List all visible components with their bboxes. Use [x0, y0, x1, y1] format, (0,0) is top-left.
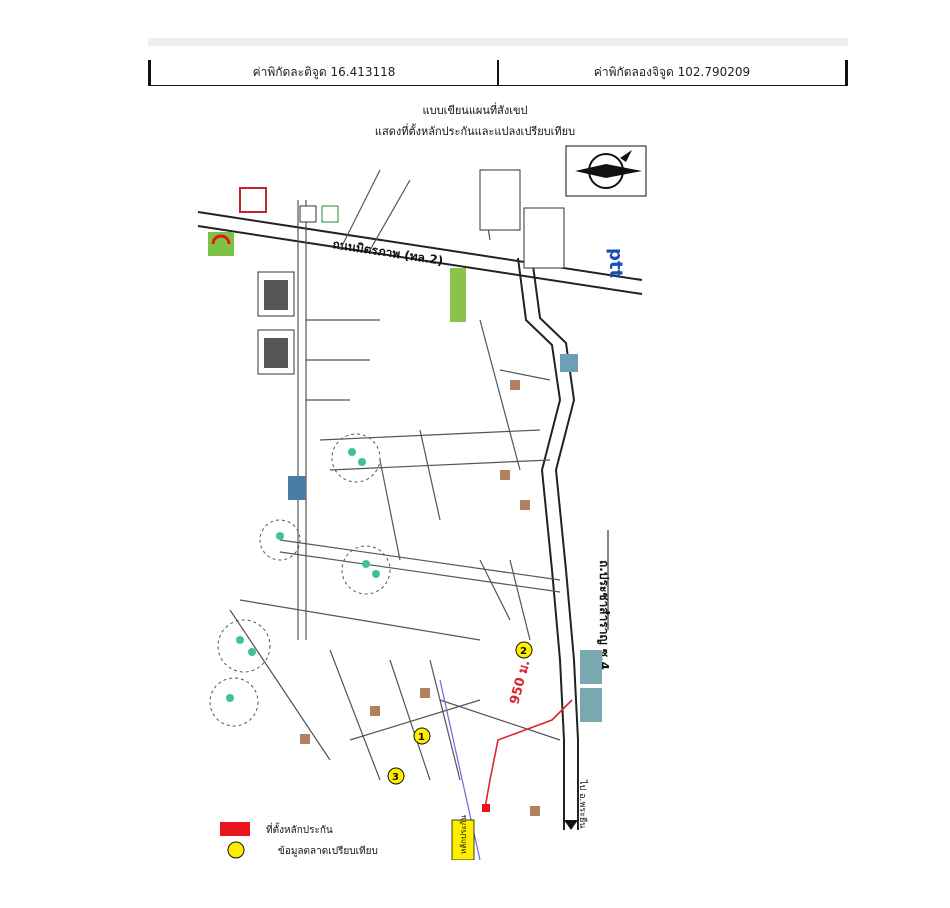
top-divider	[148, 38, 848, 46]
legend-comparable-swatch	[227, 841, 245, 859]
comparable-marker-2: 2	[515, 641, 533, 659]
longitude-label: ค่าพิกัดลองจิจูด 102.790209	[497, 60, 845, 85]
road-mittraphap	[197, 211, 643, 295]
direction-arrow-icon	[564, 820, 578, 830]
route-to-site	[484, 699, 573, 809]
svg-text:3: 3	[392, 772, 399, 783]
map-title: แบบเขียนแผนที่สังเขป	[422, 104, 528, 117]
road-prachasamran	[517, 257, 579, 830]
local-roads	[229, 169, 561, 781]
svg-text:2: 2	[520, 646, 527, 657]
to-destination-label: ไป อ.พระยืน	[577, 779, 588, 828]
legend-comparable-label: ข้อมูลตลาดเปรียบเทียบ	[278, 845, 378, 857]
comparable-marker-1: 1	[413, 727, 431, 745]
ptt-logo-icon: ptt	[605, 248, 626, 278]
village-clusters	[209, 433, 391, 727]
map-subtitle: แสดงที่ตั้งหลักประกันและแปลงเปรียบเทียบ	[374, 125, 576, 138]
svg-text:1: 1	[418, 732, 425, 743]
site-marker: หลักประกัน	[451, 804, 490, 860]
comparable-marker-3: 3	[387, 767, 405, 785]
house-icons	[300, 380, 540, 816]
legend-site-swatch	[220, 822, 250, 836]
distance-label: 950 ม.	[507, 659, 533, 707]
legend-site-label: ที่ตั้งหลักประกัน	[266, 822, 333, 836]
map-legend: ที่ตั้งหลักประกัน ข้อมูลตลาดเปรียบเทียบ	[220, 822, 378, 859]
coordinates-bar: ค่าพิกัดละติจูด 16.413118 ค่าพิกัดลองจิจ…	[148, 60, 848, 86]
location-map: ถนนมิตรภาพ (ทล.2) ถ.ประชาสำราญ ซ.4 ไป อ.…	[197, 145, 647, 860]
svg-text:หลักประกัน: หลักประกัน	[459, 814, 468, 854]
latitude-label: ค่าพิกัดละติจูด 16.413118	[252, 65, 396, 79]
north-arrow-icon	[565, 145, 647, 197]
building-icons	[208, 169, 602, 722]
green-houses	[226, 448, 380, 702]
